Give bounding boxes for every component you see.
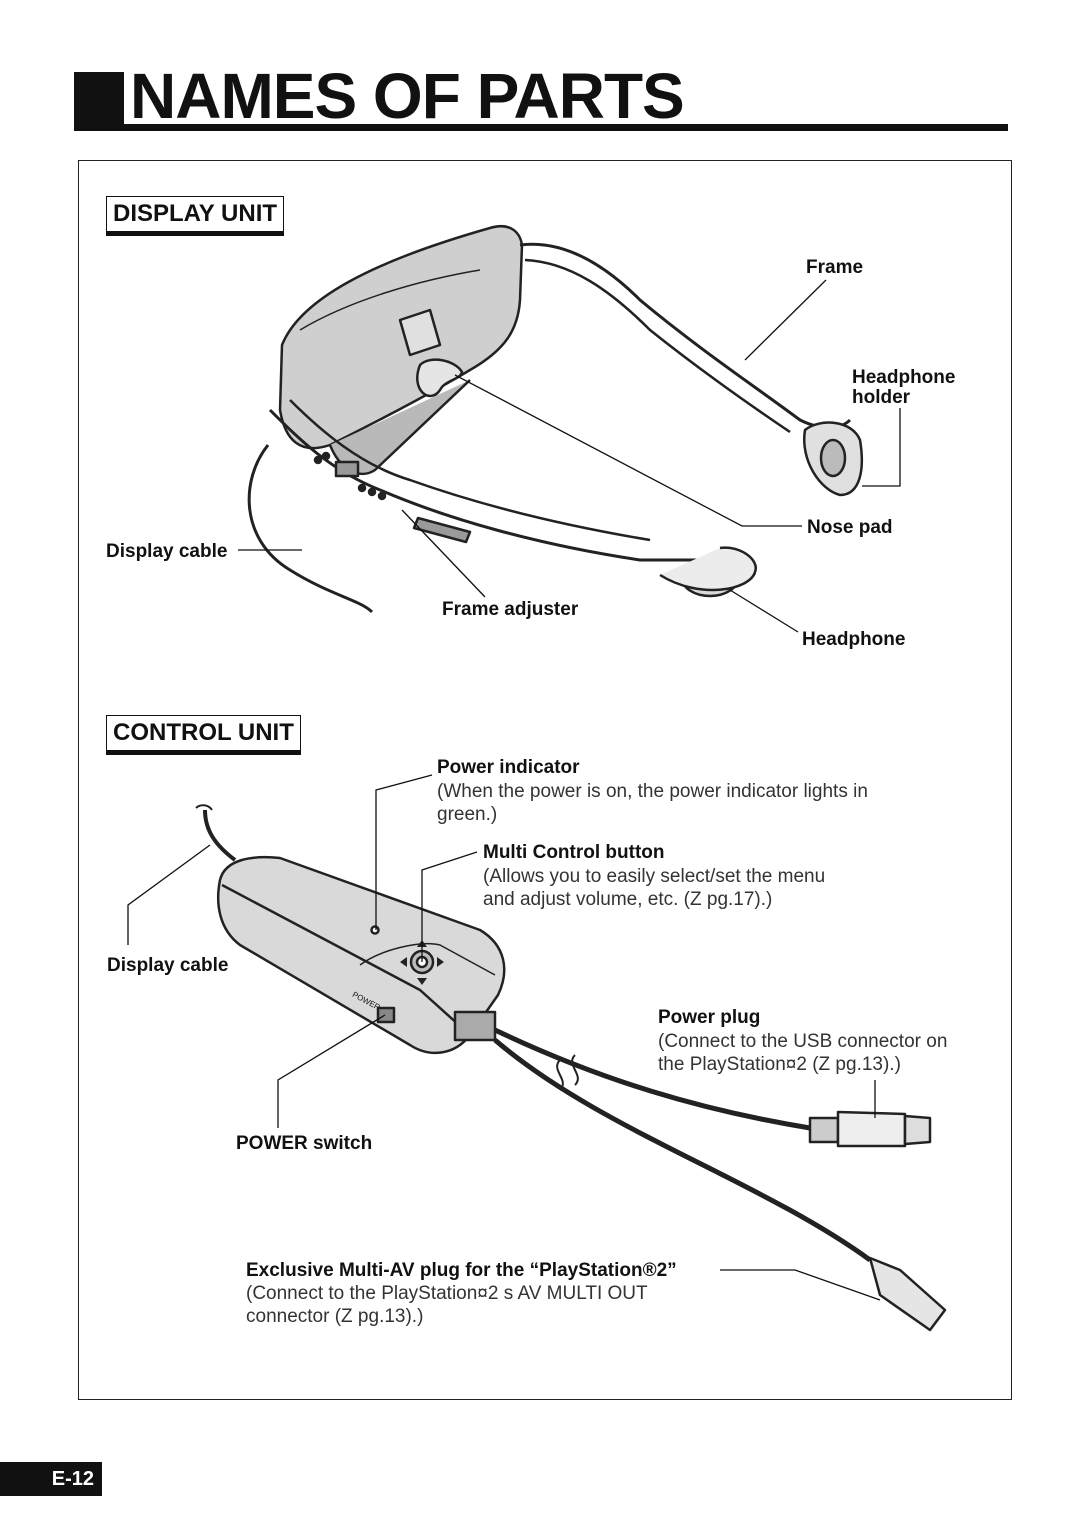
multi-control-desc-2: and adjust volume, etc. (Z pg.17).)	[483, 889, 773, 910]
label-headphone: Headphone	[802, 629, 906, 650]
title-block-mark	[74, 72, 124, 124]
label-control-display-cable: Display cable	[107, 955, 229, 976]
display-unit-illustration	[247, 225, 864, 614]
label-headphone-holder-2: holder	[852, 387, 911, 408]
control-unit-heading: CONTROL UNIT	[106, 715, 301, 751]
label-headphone-holder-1: Headphone	[852, 367, 956, 388]
label-display-cable: Display cable	[106, 541, 228, 562]
content-frame	[78, 160, 1012, 1400]
page-number: E-12	[0, 1462, 102, 1496]
label-frame: Frame	[806, 257, 864, 278]
title-rule	[74, 124, 1008, 131]
multi-av-desc-2: connector (Z pg.13).)	[246, 1306, 424, 1327]
label-multi-control-button: Multi Control button	[483, 842, 665, 863]
label-multi-av-plug: Exclusive Multi-AV plug for the “PlaySta…	[246, 1260, 677, 1281]
control-unit-illustration	[195, 804, 947, 1332]
multi-av-desc-1: (Connect to the PlayStation¤2 s AV MULTI…	[246, 1283, 648, 1304]
label-power-plug: Power plug	[658, 1007, 761, 1028]
multi-control-desc-1: (Allows you to easily select/set the men…	[483, 866, 826, 887]
label-frame-adjuster: Frame adjuster	[442, 599, 579, 620]
page-title: NAMES OF PARTS	[130, 60, 685, 132]
label-power-indicator: Power indicator	[437, 757, 580, 778]
label-power-switch: POWER switch	[236, 1133, 373, 1154]
power-indicator-desc-2: green.)	[437, 804, 498, 825]
power-indicator-desc-1: (When the power is on, the power indicat…	[437, 781, 868, 802]
power-plug-desc-1: (Connect to the USB connector on	[658, 1031, 948, 1052]
power-plug-desc-2: the PlayStation¤2 (Z pg.13).)	[658, 1054, 901, 1075]
label-nose-pad: Nose pad	[807, 517, 893, 538]
display-unit-heading: DISPLAY UNIT	[106, 196, 285, 232]
